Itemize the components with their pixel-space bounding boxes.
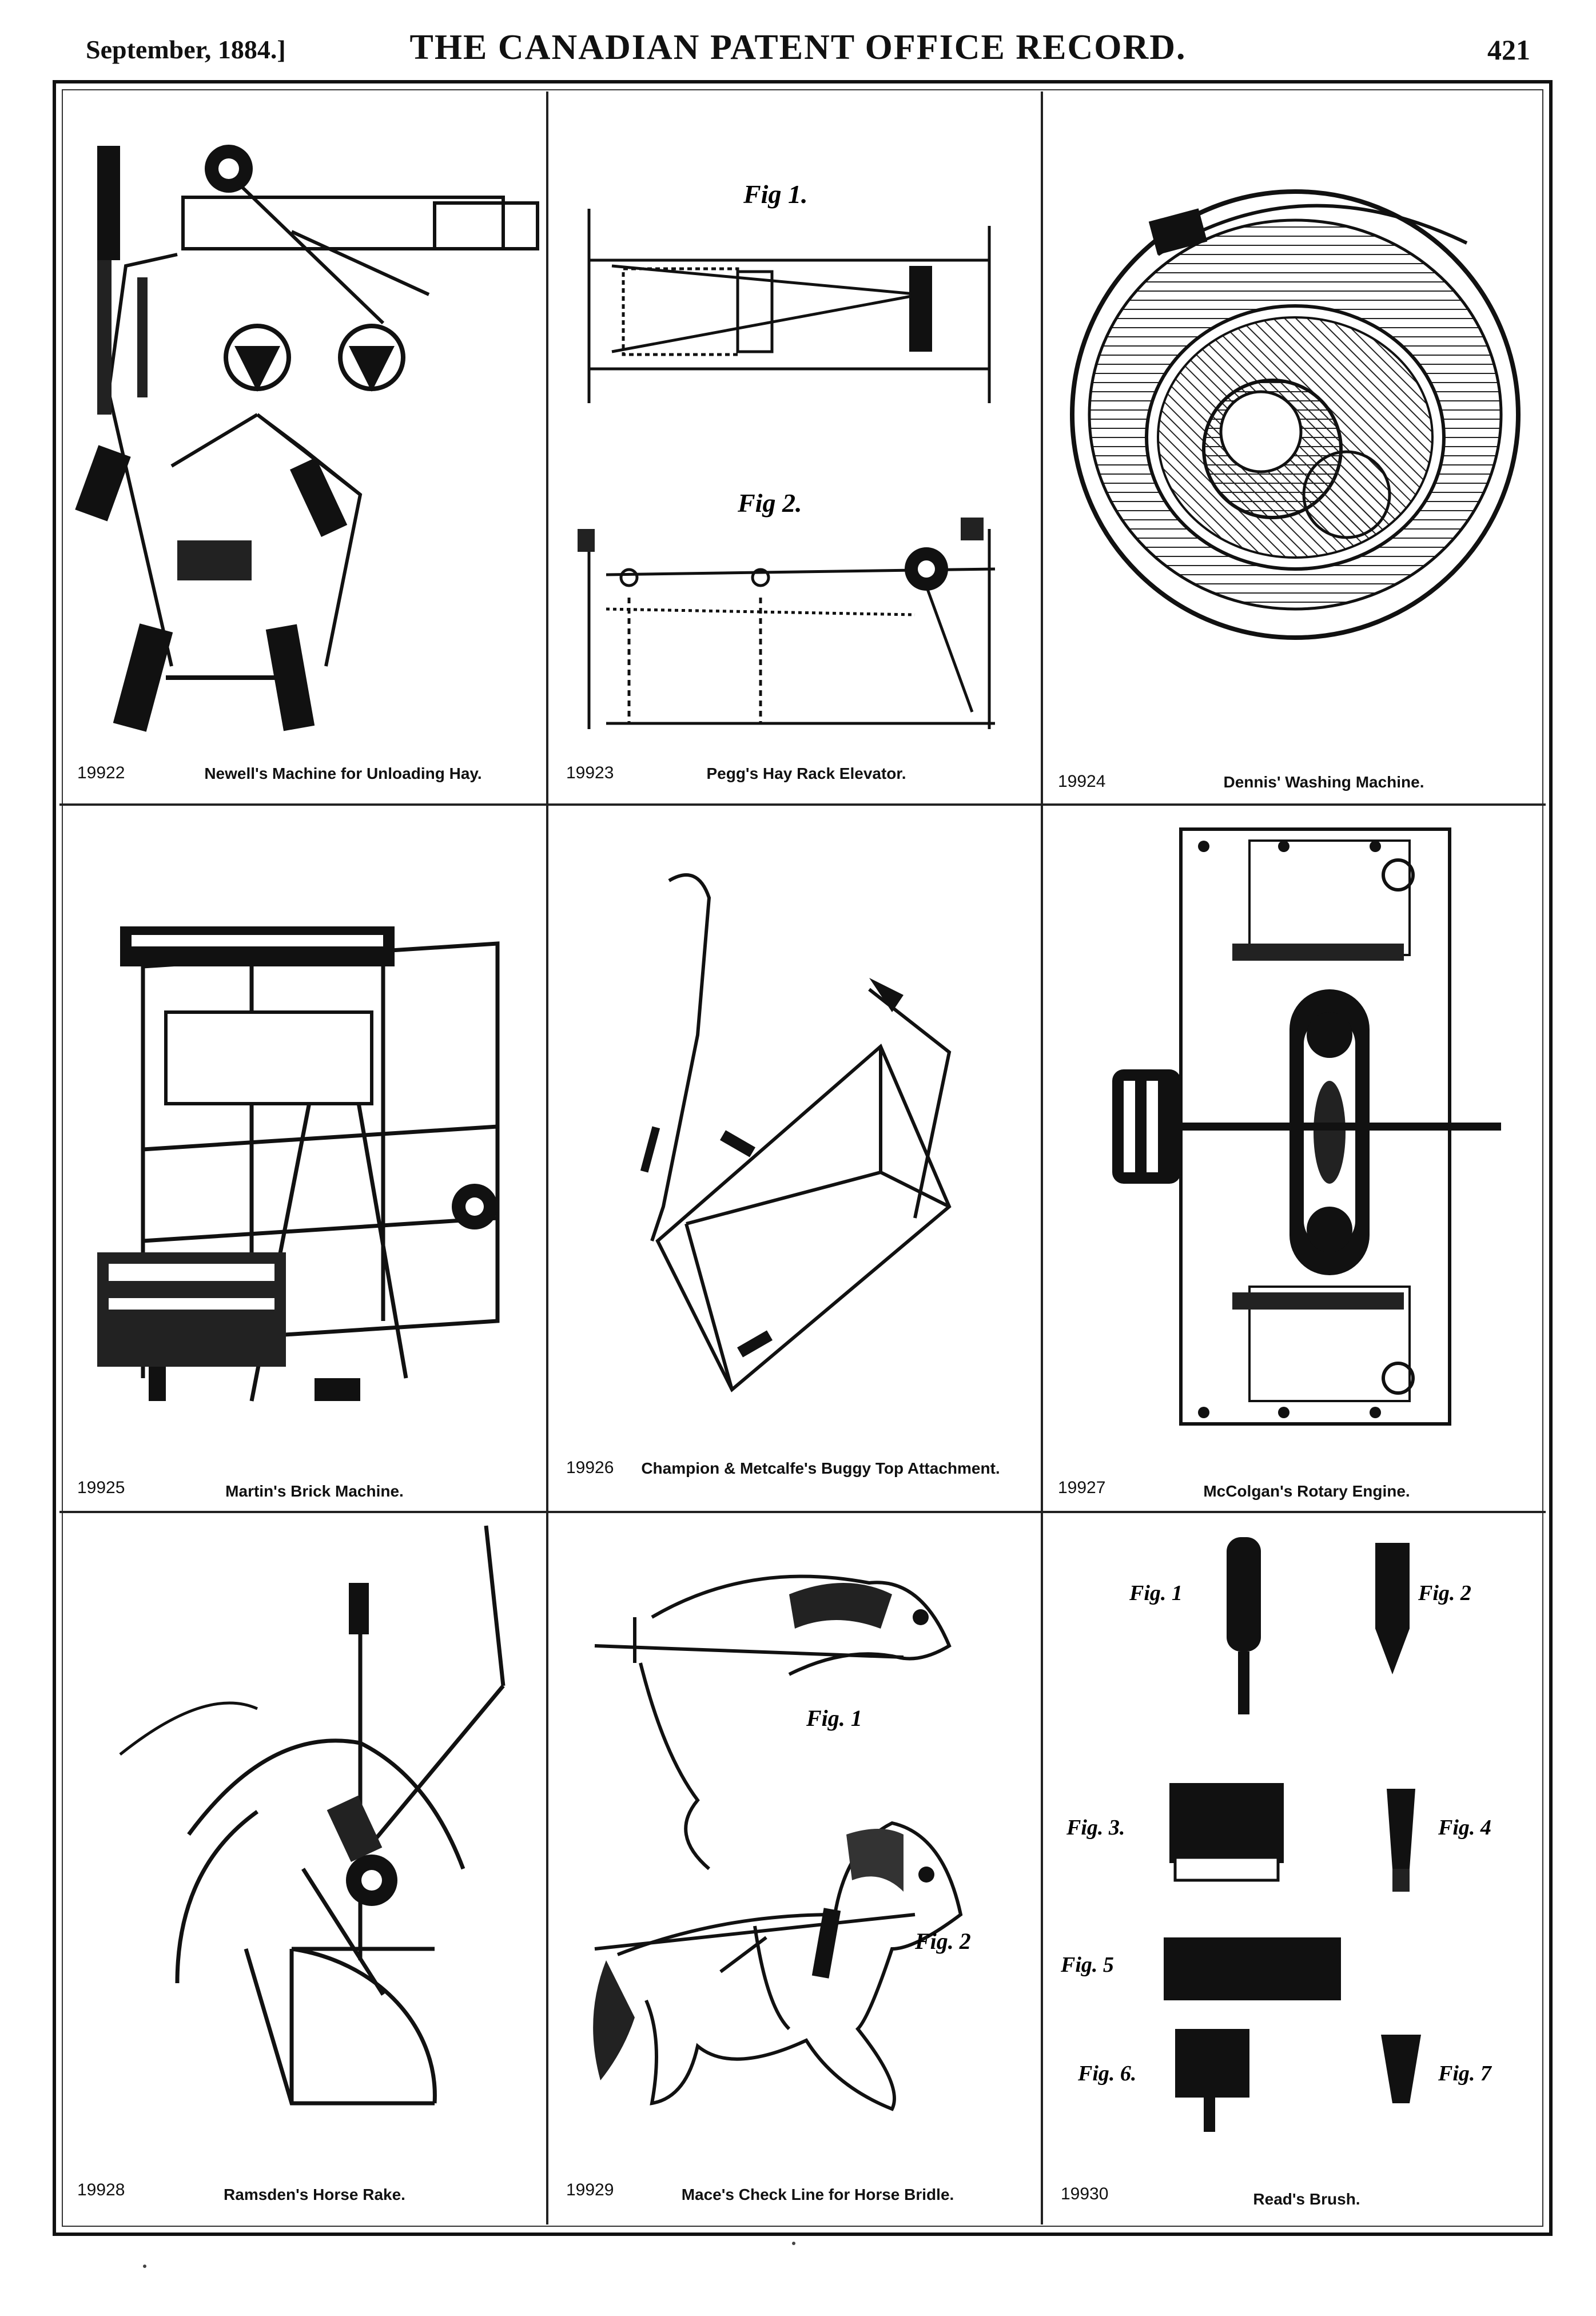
journal-title: THE CANADIAN PATENT OFFICE RECORD. bbox=[409, 28, 1187, 67]
patent-cell-19929: Fig. 1 Fig. 2 19929 Mace's Check Line fo… bbox=[549, 1514, 1038, 2223]
patent-number: 19928 bbox=[77, 2180, 125, 2199]
patent-number: 19922 bbox=[77, 763, 125, 782]
plate-inner-border bbox=[62, 89, 1543, 2227]
patent-number: 19925 bbox=[77, 1478, 125, 1497]
fig-4-label: Fig. 4 bbox=[1438, 1816, 1491, 1840]
fig-2-label: Fig 2. bbox=[737, 488, 802, 518]
patent-number: 19927 bbox=[1058, 1478, 1106, 1497]
fig-2-label: Fig. 2 bbox=[1418, 1581, 1471, 1605]
column-divider-1 bbox=[546, 91, 548, 2225]
patent-title: Read's Brush. bbox=[1253, 2190, 1360, 2208]
brush-illustration: Fig. 1 Fig. 2 Fig. 3. Fig. 4 Fig. 5 Fig.… bbox=[1060, 1537, 1492, 2132]
buggy-top-attachment-illustration bbox=[640, 873, 952, 1392]
horse-bridle-illustration: Fig. 1 Fig. 2 bbox=[593, 1574, 971, 2111]
rotary-engine-illustration bbox=[1112, 827, 1501, 1426]
fig-1-label: Fig 1. bbox=[743, 180, 807, 209]
patent-plate-frame bbox=[53, 80, 1553, 2236]
patent-number: 19926 bbox=[566, 1458, 614, 1477]
fig-2-label: Fig. 2 bbox=[914, 1928, 971, 1954]
patent-number: 19930 bbox=[1061, 2184, 1109, 2203]
patent-cell-19924: 19924 Dennis' Washing Machine. bbox=[1044, 94, 1547, 801]
patent-cell-19930: Fig. 1 Fig. 2 Fig. 3. Fig. 4 Fig. 5 Fig.… bbox=[1044, 1514, 1547, 2223]
fig-5-label: Fig. 5 bbox=[1060, 1953, 1114, 1977]
patent-number: 19924 bbox=[1058, 772, 1106, 791]
patent-cell-19923: Fig 1. Fig 2. 19923 Pegg's Hay Rack Elev… bbox=[549, 94, 1038, 801]
page-number: 421 bbox=[1487, 34, 1530, 66]
patent-title: Mace's Check Line for Horse Bridle. bbox=[681, 2186, 954, 2203]
fig-1-label: Fig. 1 bbox=[806, 1705, 862, 1731]
brick-machine-illustration bbox=[97, 926, 500, 1402]
patent-cell-19928: 19928 Ramsden's Horse Rake. bbox=[63, 1514, 543, 2223]
patent-cell-19922: 19922 Newell's Machine for Unloading Hay… bbox=[63, 94, 543, 801]
hay-unloader-illustration bbox=[75, 145, 539, 732]
fig-6-label: Fig. 6. bbox=[1077, 2062, 1136, 2086]
print-speck bbox=[143, 2265, 146, 2268]
patent-title: Dennis' Washing Machine. bbox=[1223, 773, 1424, 791]
patent-title: McColgan's Rotary Engine. bbox=[1203, 1482, 1410, 1500]
patent-title: Ramsden's Horse Rake. bbox=[224, 2186, 405, 2203]
patent-cell-19926: 19926 Champion & Metcalfe's Buggy Top At… bbox=[549, 806, 1038, 1509]
print-speck bbox=[792, 2242, 795, 2245]
hay-rack-elevator-illustration: Fig 1. Fig 2. bbox=[578, 180, 996, 729]
washing-machine-illustration bbox=[1070, 189, 1521, 640]
row-divider-1 bbox=[59, 803, 1546, 806]
fig-7-label: Fig. 7 bbox=[1438, 2062, 1492, 2086]
horse-rake-illustration bbox=[119, 1525, 506, 2106]
patent-number: 19929 bbox=[566, 2180, 614, 2199]
column-divider-2 bbox=[1041, 91, 1043, 2225]
patent-title: Newell's Machine for Unloading Hay. bbox=[204, 765, 482, 782]
patent-number: 19923 bbox=[566, 763, 614, 782]
fig-1-label: Fig. 1 bbox=[1129, 1581, 1183, 1605]
patent-cell-19925: 19925 Martin's Brick Machine. bbox=[63, 806, 543, 1509]
issue-date: September, 1884.] bbox=[86, 35, 286, 64]
patent-title: Martin's Brick Machine. bbox=[225, 1482, 404, 1500]
fig-3-label: Fig. 3. bbox=[1066, 1816, 1125, 1840]
patent-title: Pegg's Hay Rack Elevator. bbox=[706, 765, 906, 782]
patent-cell-19927: 19927 McColgan's Rotary Engine. bbox=[1044, 806, 1547, 1509]
row-divider-2 bbox=[59, 1511, 1546, 1513]
patent-title: Champion & Metcalfe's Buggy Top Attachme… bbox=[641, 1459, 1000, 1477]
